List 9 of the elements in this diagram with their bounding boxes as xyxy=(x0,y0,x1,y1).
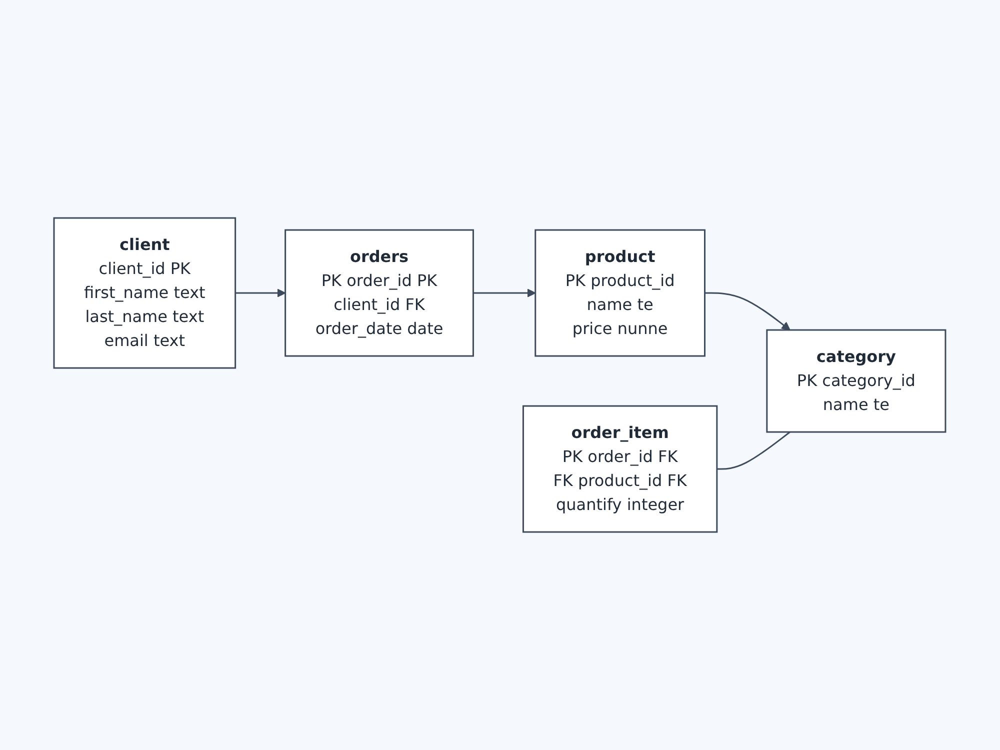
node-box: order_item PK order_id FK FK product_id FK quantify integer xyxy=(522,405,718,533)
node-box: category PK category_id name te xyxy=(766,329,946,433)
node-box: product PK product_id name te price nunne xyxy=(534,229,706,357)
node-box: orders PK order_id PK client_id FK order_date date xyxy=(284,229,474,357)
arrow xyxy=(705,292,791,330)
connector xyxy=(717,431,791,470)
node-box: client client_id PK first_name text last_name text email text xyxy=(54,217,236,369)
arrow xyxy=(236,288,286,298)
arrow xyxy=(473,288,536,298)
